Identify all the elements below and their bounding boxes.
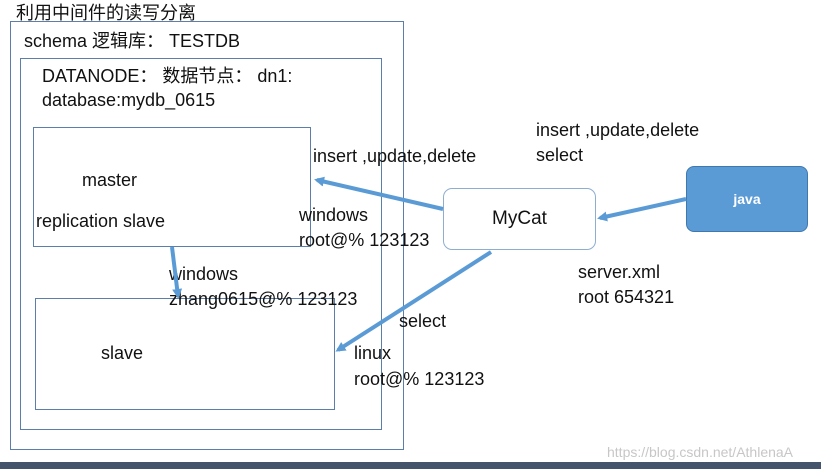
- datanode-container: [20, 58, 382, 430]
- watermark: https://blog.csdn.net/AthlenaA: [607, 444, 794, 460]
- slave-conn-os: linux: [354, 343, 392, 363]
- client-ops-read: select: [536, 145, 584, 165]
- middleware-container: [10, 21, 404, 450]
- arrow-java-to-mycat: [597, 197, 687, 222]
- schema-label: schema 逻辑库： TESTDB: [24, 31, 241, 51]
- server-config-credentials: root 654321: [578, 287, 675, 307]
- datanode-line-2: database:mydb_0615: [42, 90, 216, 110]
- java-client-node: java: [686, 166, 808, 232]
- slave-select-label: select: [399, 311, 447, 331]
- master-ops-label: insert ,update,delete: [313, 146, 477, 166]
- slave-conn-credentials: root@% 123123: [354, 369, 485, 389]
- server-config-file: server.xml: [578, 262, 661, 282]
- master-label: master: [82, 170, 138, 190]
- diagram-title: 利用中间件的读写分离: [16, 3, 196, 23]
- replication-slave-label: replication slave: [36, 211, 166, 231]
- bottom-bar: [0, 462, 821, 469]
- master-conn-os: windows: [299, 205, 369, 225]
- datanode-line-1: DATANODE： 数据节点： dn1:: [42, 66, 293, 86]
- datanode-label: DATANODE： 数据节点： dn1: database:mydb_0615: [42, 64, 292, 112]
- mycat-node: MyCat: [443, 188, 596, 250]
- master-node: [33, 127, 311, 247]
- slave-node: [35, 298, 335, 410]
- mycat-label: MyCat: [492, 207, 547, 229]
- slave-label: slave: [101, 343, 144, 363]
- java-label: java: [733, 190, 761, 207]
- client-ops-write: insert ,update,delete: [536, 120, 700, 140]
- replication-conn-credentials: zhang0615@% 123123: [169, 289, 358, 309]
- master-conn-credentials: root@% 123123: [299, 230, 430, 250]
- replication-conn-os: windows: [169, 264, 239, 284]
